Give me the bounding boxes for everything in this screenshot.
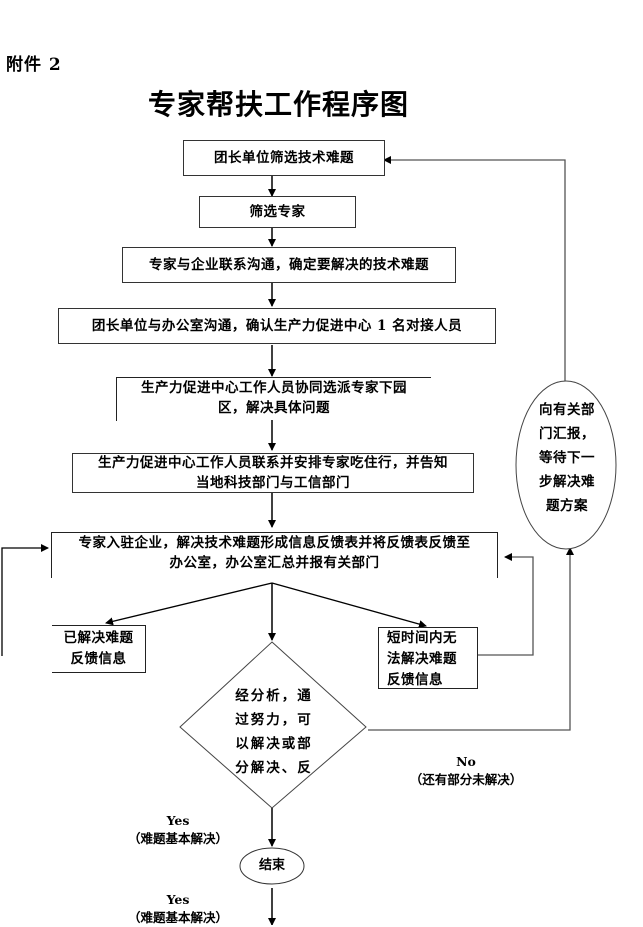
- decision-line-4: 分解决、反: [235, 760, 313, 776]
- loop-solved-to-step7: [1, 544, 49, 656]
- yes-label-1-note: （难题基本解决）: [127, 831, 228, 846]
- no-branch-label: No （还有部分未解决）: [396, 753, 536, 789]
- yes-label-1: Yes: [166, 813, 190, 828]
- decision-line-2: 过努力，可: [235, 712, 313, 728]
- step-select-experts: 筛选专家: [199, 196, 356, 228]
- end-ellipse-shape: [239, 847, 305, 885]
- branch-unsolved-line3: 反馈信息: [387, 672, 443, 688]
- yes-label-2: Yes: [166, 892, 190, 907]
- report-line-1: 向有关部: [539, 402, 595, 418]
- step-dispatch-experts-line2: 区，解决具体问题: [218, 400, 330, 416]
- report-line-5: 题方案: [546, 498, 588, 514]
- loop-unsolved-to-step7: [478, 553, 534, 656]
- step-confirm-contact-person: 团长单位与办公室沟通，确认生产力促进中心 1 名对接人员: [58, 308, 496, 344]
- branch-unsolved-line2: 法解决难题: [387, 651, 457, 667]
- page-title: 专家帮扶工作程序图: [148, 88, 410, 121]
- report-line-4: 步解决难: [539, 474, 595, 490]
- no-label: No: [456, 754, 476, 769]
- branch-unsolved-line1: 短时间内无: [387, 630, 457, 646]
- step-enterprise-feedback: 专家入驻企业，解决技术难题形成信息反馈表并将反馈表反馈至 办公室，办公室汇总并报…: [51, 532, 498, 578]
- step-arrange-logistics-line1: 生产力促进中心工作人员联系并安排专家吃住行，并告知: [98, 455, 448, 471]
- yes-branch-label-1: Yes （难题基本解决）: [118, 812, 238, 848]
- arrow-report-to-step1: [383, 156, 566, 382]
- arrow-to-solved: [105, 582, 273, 626]
- step-contact-enterprise: 专家与企业联系沟通，确定要解决的技术难题: [122, 247, 456, 283]
- decision-line-3: 以解决或部: [235, 736, 313, 752]
- arrow-to-unsolved: [271, 582, 427, 628]
- branch-unsolved-feedback: 短时间内无 法解决难题 反馈信息: [378, 627, 478, 689]
- branch-solved-line2: 反馈信息: [70, 651, 127, 667]
- decision-line-1: 经分析，通: [235, 688, 313, 704]
- attachment-label: 附件 2: [6, 55, 62, 75]
- no-label-note: （还有部分未解决）: [409, 772, 523, 787]
- report-ellipse-text: 向有关部 门汇报， 等待下一 步解决难 题方案: [528, 398, 606, 518]
- step-arrange-logistics-line2: 当地科技部门与工信部门: [196, 475, 350, 491]
- yes-branch-label-2: Yes （难题基本解决）: [118, 891, 238, 927]
- step-enterprise-feedback-line2: 办公室，办公室汇总并报有关部门: [169, 555, 380, 571]
- branch-solved-feedback: 已解决难题 反馈信息: [52, 625, 146, 673]
- branch-solved-line1: 已解决难题: [63, 630, 134, 646]
- step-enterprise-feedback-line1: 专家入驻企业，解决技术难题形成信息反馈表并将反馈表反馈至: [78, 535, 471, 551]
- step-arrange-logistics: 生产力促进中心工作人员联系并安排专家吃住行，并告知 当地科技部门与工信部门: [72, 453, 474, 493]
- report-line-2: 门汇报，: [539, 426, 595, 442]
- report-line-3: 等待下一: [539, 450, 595, 466]
- end-node: 结束: [258, 858, 285, 873]
- step-dispatch-experts-line1: 生产力促进中心工作人员协同选派专家下园: [141, 380, 407, 396]
- arrow-decision-to-report: [368, 547, 574, 731]
- step-dispatch-experts: 生产力促进中心工作人员协同选派专家下园 区，解决具体问题: [116, 377, 431, 421]
- decision-text: 经分析，通 过努力，可 以解决或部 分解决、反: [224, 684, 324, 780]
- step-select-problems: 团长单位筛选技术难题: [183, 140, 385, 176]
- yes-label-2-note: （难题基本解决）: [127, 910, 228, 925]
- report-ellipse-shape: [515, 380, 617, 550]
